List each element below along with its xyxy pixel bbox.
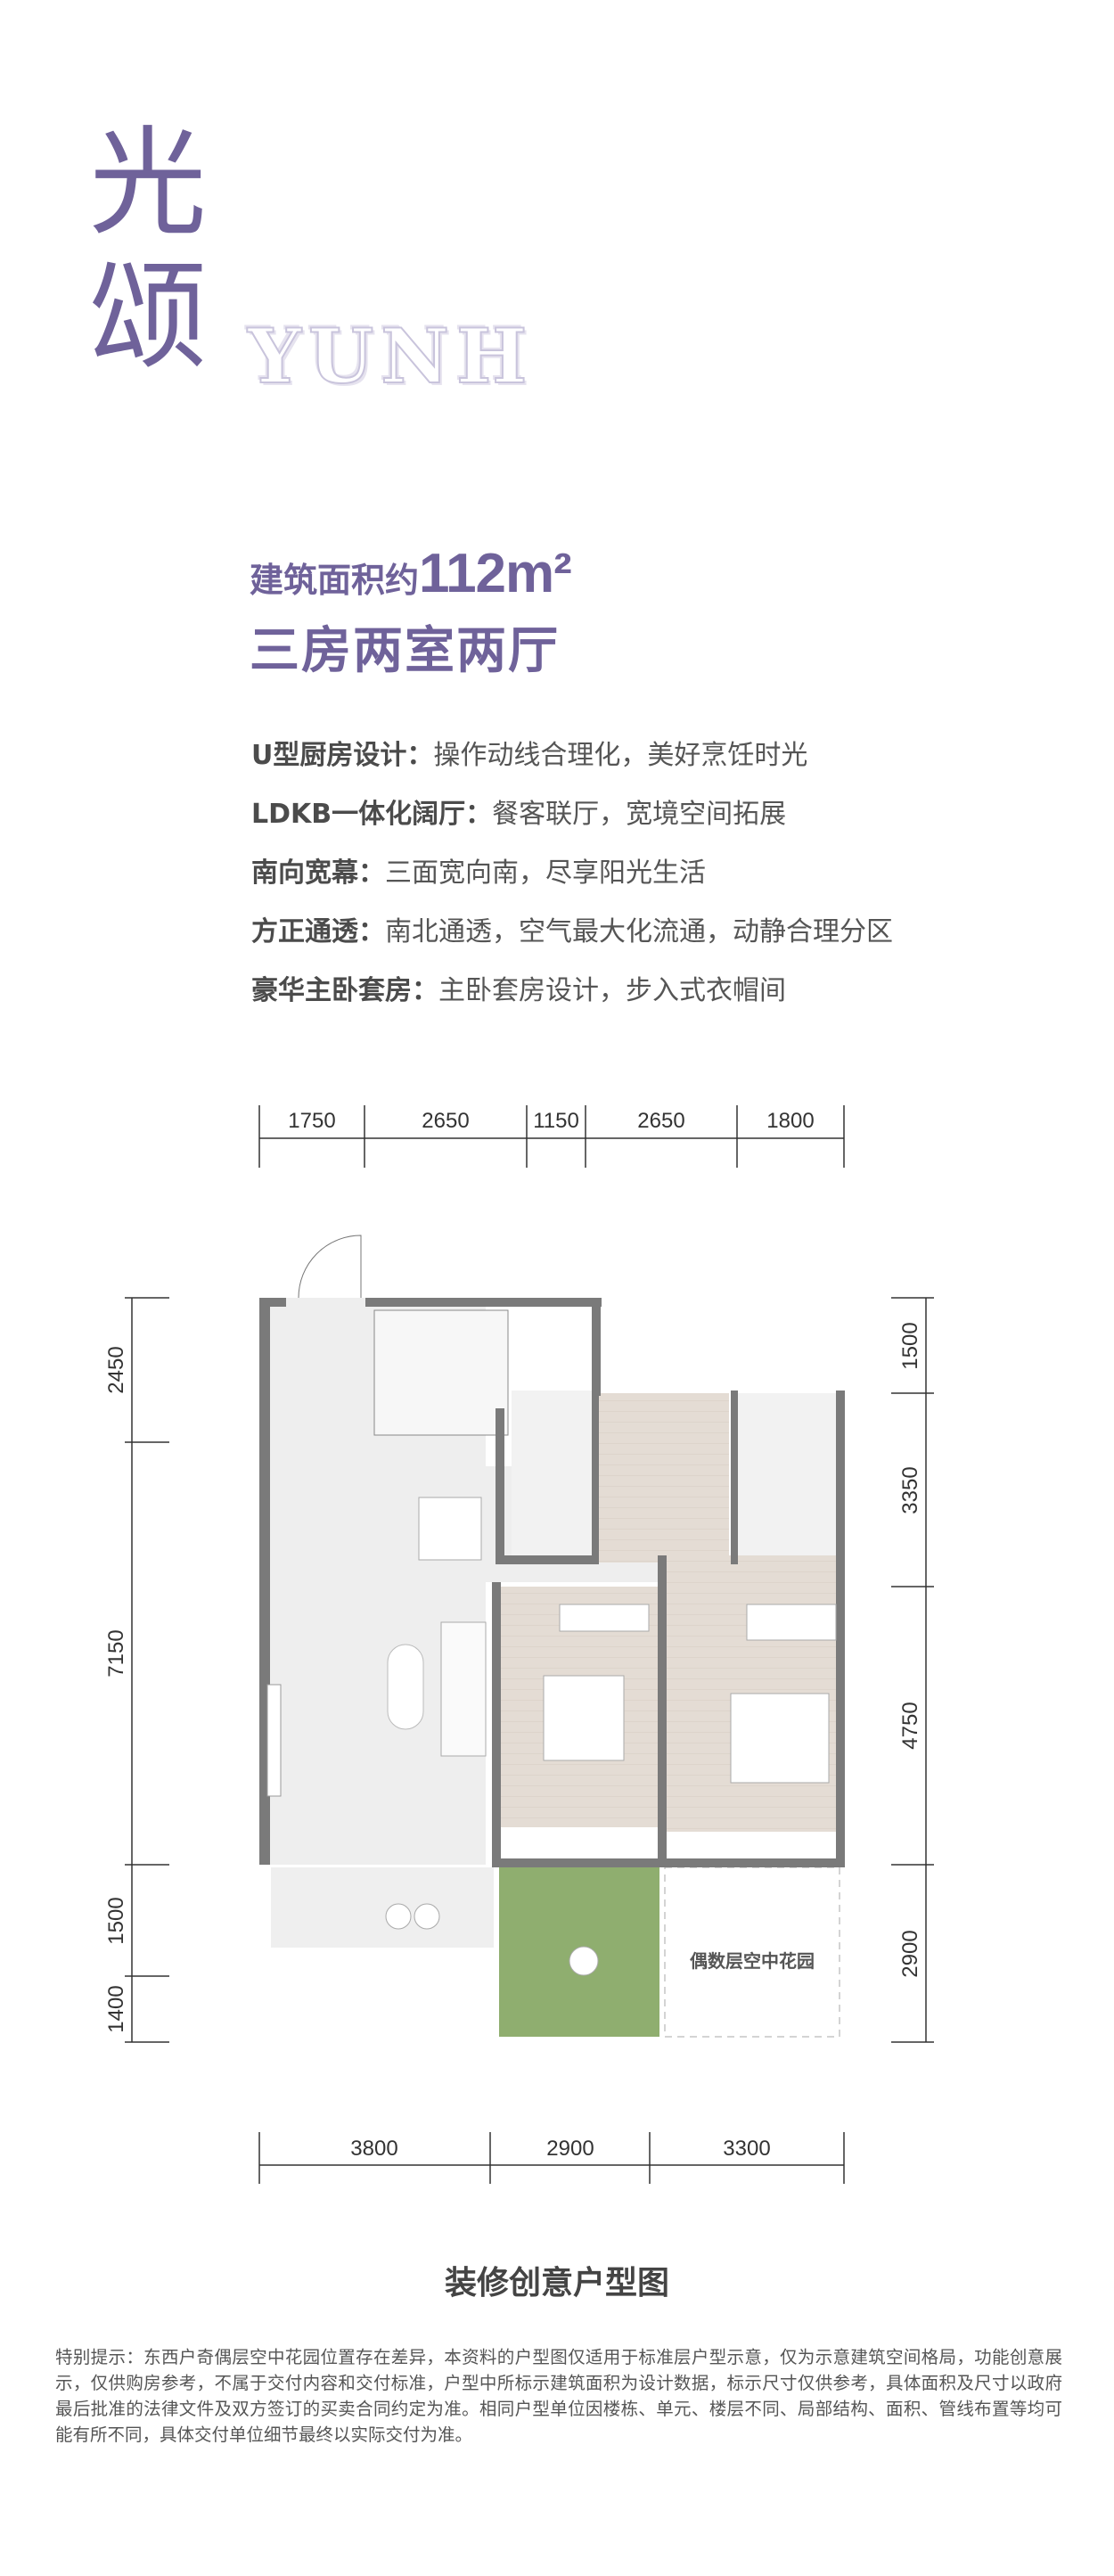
feature-item: 豪华主卧套房：主卧套房设计，步入式衣帽间 <box>251 972 893 1030</box>
brand-wordmark: YUNH <box>247 311 535 401</box>
feature-key: U型厨房设计： <box>251 740 434 771</box>
second-wardrobe <box>559 1604 650 1632</box>
kitchen <box>373 1309 509 1436</box>
dim-left-2: 7150 <box>104 1629 128 1677</box>
dimension-top <box>258 1105 845 1168</box>
master-bed <box>730 1693 830 1784</box>
dim-top-4: 2650 <box>637 1109 684 1133</box>
feature-key: 南向宽幕： <box>251 857 385 889</box>
second-bed <box>543 1675 625 1761</box>
feature-key: LDKB一体化阔厅： <box>251 799 493 830</box>
dim-left-3: 1500 <box>104 1897 128 1944</box>
plan-caption: 装修创意户型图 <box>444 2265 669 2301</box>
dimension-bottom <box>258 2132 845 2184</box>
feature-value: 三面宽向南，尽享阳光生活 <box>385 857 706 889</box>
tv-cabinet <box>266 1684 282 1797</box>
feature-key: 方正通透： <box>251 916 385 948</box>
feature-value: 餐客联厅，宽境空间拓展 <box>492 799 787 830</box>
dim-right-4: 2900 <box>898 1930 922 1977</box>
balcony-chair <box>385 1903 412 1930</box>
coffee-table <box>387 1644 424 1730</box>
guest-bathroom <box>512 1391 592 1560</box>
layout-heading: 三房两室两厅 <box>250 622 560 680</box>
feature-item: 南向宽幕：三面宽向南，尽享阳光生活 <box>251 854 893 913</box>
feature-key: 豪华主卧套房： <box>251 975 438 1006</box>
dim-top-2: 2650 <box>422 1109 469 1133</box>
study-room <box>595 1393 729 1563</box>
area-value: 112 <box>419 543 506 604</box>
disclaimer-text: 特别提示：东西户奇偶层空中花园位置存在差异，本资料的户型图仅适用于标准层户型示意… <box>55 2347 1062 2445</box>
feature-value: 南北通透，空气最大化流通，动静合理分区 <box>385 916 893 948</box>
brand-char-song: 颂 <box>89 249 207 386</box>
feature-item: LDKB一体化阔厅：餐客联厅，宽境空间拓展 <box>251 795 893 854</box>
dim-right-3: 4750 <box>898 1702 922 1749</box>
wardrobe <box>746 1604 837 1641</box>
balcony-chair <box>414 1903 440 1930</box>
feature-list: U型厨房设计：操作动线合理化，美好烹饪时光 LDKB一体化阔厅：餐客联厅，宽境空… <box>251 736 893 1030</box>
sofa <box>440 1621 487 1757</box>
dim-bottom-3: 3300 <box>723 2137 770 2161</box>
master-bathroom <box>736 1393 836 1563</box>
dim-bottom-1: 3800 <box>350 2137 397 2161</box>
balcony <box>271 1867 494 1948</box>
feature-item: U型厨房设计：操作动线合理化，美好烹饪时光 <box>251 736 893 795</box>
brand-char-guang: 光 <box>89 115 207 252</box>
dim-top-3: 1150 <box>533 1109 579 1133</box>
dim-left-1: 2450 <box>104 1346 128 1393</box>
dim-top-1: 1750 <box>288 1109 335 1133</box>
dim-left-4: 1400 <box>104 1985 128 2032</box>
dim-right-1: 1500 <box>898 1322 922 1369</box>
feature-value: 主卧套房设计，步入式衣帽间 <box>438 975 786 1006</box>
even-floor-garden <box>664 1866 840 2038</box>
dim-top-5: 1800 <box>766 1109 814 1133</box>
feature-value: 操作动线合理化，美好烹饪时光 <box>433 740 808 771</box>
area-prefix: 建筑面积约 <box>250 561 420 600</box>
entry-door <box>298 1235 362 1299</box>
feature-item: 方正通透：南北通透，空气最大化流通，动静合理分区 <box>251 913 893 972</box>
garden-label: 偶数层空中花园 <box>690 1950 815 1972</box>
dimension-right <box>891 1297 934 2043</box>
dining-table <box>418 1497 482 1561</box>
area-heading: 建筑面积约112m² <box>250 542 572 605</box>
area-unit: m² <box>505 543 572 604</box>
dim-right-2: 3350 <box>898 1466 922 1514</box>
dimension-left <box>125 1297 169 2043</box>
garden-table <box>569 1946 599 1976</box>
dim-bottom-2: 2900 <box>546 2137 594 2161</box>
